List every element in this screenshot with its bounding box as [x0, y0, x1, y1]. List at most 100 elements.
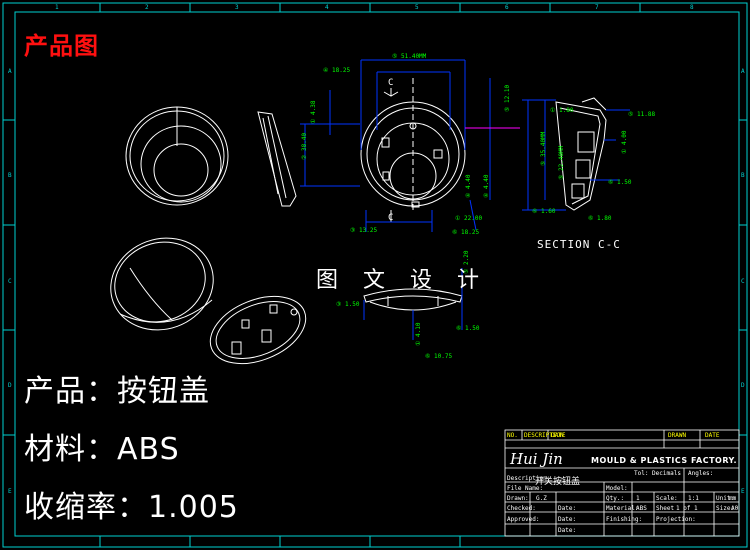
border-letter-c-right: C [741, 278, 745, 285]
border-num-6: 6 [505, 4, 509, 11]
cut-mark-top: C [388, 78, 394, 88]
inner-frame [14, 11, 740, 537]
dimension-texts: ⑤ 51.40MM ④ 18.25 ① 4.38 ② 38.40 ④ 4.40 … [301, 53, 511, 236]
tb-description-value: 开关按钮盖 [535, 477, 581, 487]
tb-sheet-value: 1 of 1 [676, 505, 698, 512]
tb-finishing-label: Finishing: [606, 516, 643, 523]
tb-model-label: Model: [606, 485, 628, 492]
tb-scale-label: Scale: [656, 495, 678, 502]
border-letter-c: C [8, 278, 12, 285]
bot-dim-2: ③ 1.50 [336, 301, 360, 308]
dim-2: ① 4.38 [310, 100, 317, 124]
section-view [555, 97, 607, 211]
tb-size-value: A0 [731, 505, 739, 512]
bot-dim-1: ⑤ 2.20 [463, 250, 470, 274]
border-num-5: 5 [415, 4, 419, 11]
tb-filename-label: File Name: [507, 485, 544, 492]
tb-date-label-3: Date: [558, 527, 577, 534]
bottom-dim-lines [363, 268, 463, 340]
dim-4: ④ 4.40 [483, 174, 490, 198]
tb-sheet-label: Sheet [656, 505, 675, 512]
tb-date-label: Date: [558, 505, 577, 512]
tb-drawn-label: Drawn: [507, 495, 529, 502]
border-letter-b-right: B [741, 172, 745, 179]
side-view-1 [257, 111, 297, 207]
company-name: Hui Jin [510, 450, 563, 468]
bot-dim-3: ⑥ 1.50 [456, 325, 480, 332]
company-sub: MOULD & PLASTICS FACTORY. [591, 456, 738, 465]
border-letter-e: E [8, 488, 12, 495]
watermark: 图 文 设 计 [316, 268, 488, 293]
border-letter-a-right: A [741, 68, 745, 75]
tb-approved-label: Approved: [507, 516, 540, 523]
dim-7: ⑥ 18.25 [452, 229, 479, 236]
spec-product: 产品：按钮盖 [24, 374, 210, 409]
main-front-view [360, 78, 466, 210]
tb-rev-date: DATE [551, 432, 566, 439]
tb-angles-label: Angles: [688, 470, 714, 477]
sec-dim-4: ① 4.00 [621, 130, 628, 154]
dim-6: ③ 13.25 [350, 227, 377, 234]
tb-qty-label: Qty.: [606, 495, 625, 502]
bot-dim-4: ① 4.10 [415, 322, 422, 346]
border-ticks [3, 3, 747, 547]
border-letter-d: D [8, 382, 12, 389]
tb-rev-desc: DESCRIPTION [524, 432, 564, 439]
border-letter-d-right: D [741, 382, 745, 389]
border-num-2: 2 [145, 4, 149, 11]
dim-5: ① 22.00 [455, 215, 482, 222]
iso-view-3 [209, 295, 307, 365]
border-num-3: 3 [235, 4, 239, 11]
border-num-8: 8 [690, 4, 694, 11]
border-letter-e-right: E [741, 488, 745, 495]
iso-view-2 [110, 237, 214, 331]
dim-8: ⑤ 12.10 [504, 85, 511, 112]
cut-mark-bottom: C [388, 213, 394, 223]
tb-date-label-2: Date: [558, 516, 577, 523]
page-title: 产品图 [24, 32, 99, 60]
section-dim-texts: ⑤ 11.88 ⑤ 22.40MM ⑤ 35.40MM ① 4.00 ⑥ 1.5… [532, 107, 655, 222]
border-letter-b: B [8, 172, 12, 179]
sec-dim-5: ⑥ 1.50 [608, 179, 632, 186]
border-num-4: 4 [325, 4, 329, 11]
dim-diameter-outer: ⑤ 51.40MM [392, 53, 427, 60]
tb-drawn-value: G.Z [536, 495, 547, 502]
tb-units-label: Unit: [716, 495, 735, 502]
sec-dim-2: ⑤ 22.40MM [558, 145, 565, 180]
border-letter-a: A [8, 68, 12, 75]
section-label: SECTION C-C [537, 238, 621, 251]
tb-size-label: Size: [716, 505, 735, 512]
tb-qty-value: 1 [636, 495, 640, 502]
tb-projection-label: Projection: [656, 516, 696, 523]
tb-tol-label: Tol: Decimals [634, 470, 681, 477]
sec-dim-8: ① 1.80 [550, 107, 574, 114]
tb-units-value: mm [729, 495, 737, 502]
tb-rev-drawn: DRAWN [668, 432, 687, 439]
spec-shrink: 收缩率：1.005 [24, 490, 239, 525]
tb-material-value: ABS [636, 505, 647, 512]
section-dim-lines [522, 99, 630, 211]
sec-dim-6: ⑥ 1.60 [532, 208, 556, 215]
dim-3: ② 38.40 [301, 133, 308, 160]
border-num-7: 7 [595, 4, 599, 11]
section-cut-line [383, 88, 399, 222]
iso-view-front [125, 106, 229, 206]
sec-dim-3: ⑤ 35.40MM [540, 131, 547, 166]
dimension-lines [300, 59, 520, 232]
tb-description-label: Description: [507, 475, 551, 482]
dim-9: ④ 4.40 [465, 174, 472, 198]
border-num-1: 1 [55, 4, 59, 11]
tb-material-label: Material: [606, 505, 639, 512]
tb-scale-value: 1:1 [688, 495, 699, 502]
tb-checked-label: Checked: [507, 505, 536, 512]
dim-1: ④ 18.25 [323, 67, 350, 74]
sec-dim-1: ⑤ 11.88 [628, 111, 655, 118]
bot-dim-5: ⑥ 10.75 [425, 353, 452, 360]
tb-rev-no: NO. [507, 432, 518, 439]
sec-dim-7: ⑥ 1.80 [588, 215, 612, 222]
title-block-grid [504, 429, 740, 537]
spec-material: 材料：ABS [24, 432, 180, 467]
